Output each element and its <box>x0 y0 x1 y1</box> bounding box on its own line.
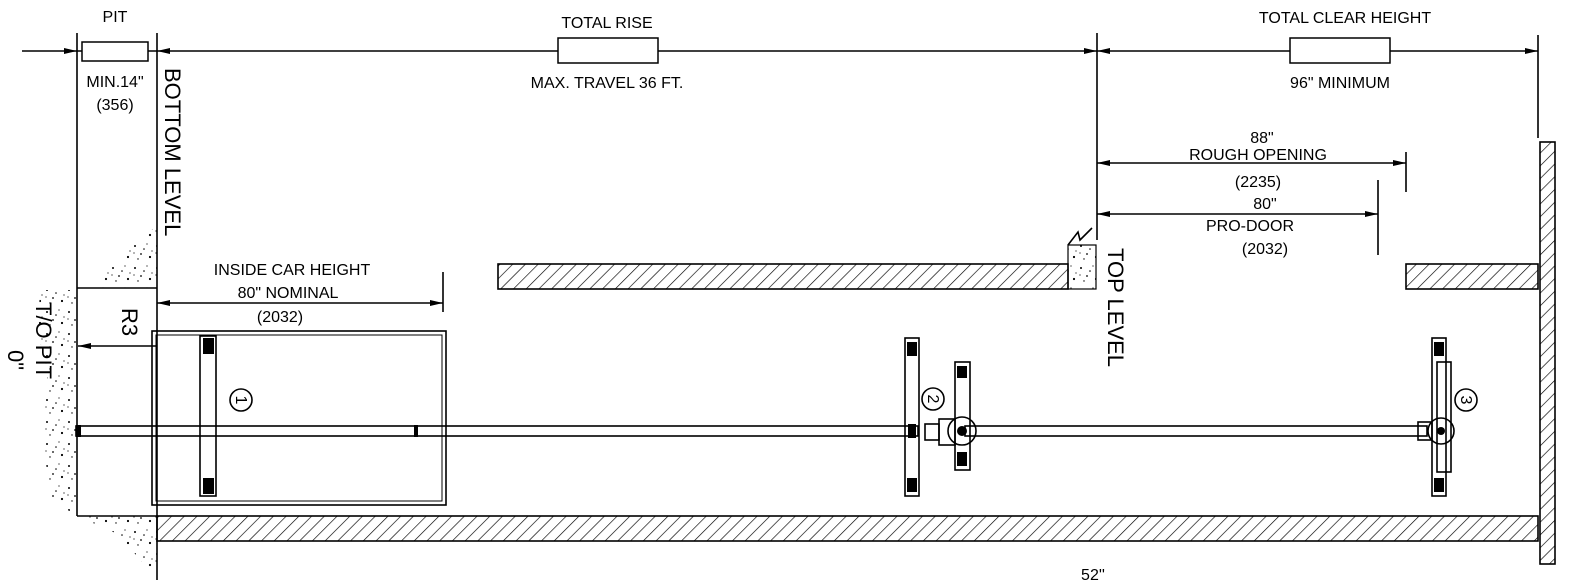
elevator-car-frame <box>151 330 447 506</box>
pit-structure <box>38 225 158 580</box>
pro-door-metric: (2032) <box>1242 241 1288 258</box>
bottom-width-label: 52'' <box>1081 567 1105 584</box>
total-rise-dimension-box <box>557 37 659 64</box>
car-height-value: 80" NOMINAL <box>238 285 339 302</box>
marker-2-label: 2 <box>924 395 941 404</box>
rough-opening-metric: (2235) <box>1235 174 1281 191</box>
total-rise-note: MAX. TRAVEL 36 FT. <box>531 75 684 92</box>
marker-3: 3 <box>1454 388 1478 412</box>
rough-opening-dimension <box>1097 152 1407 255</box>
pit-metric: (356) <box>96 97 133 114</box>
marker-2: 2 <box>921 387 945 411</box>
total-clear-height-note: 96" MINIMUM <box>1290 75 1390 92</box>
pro-door-label: PRO-DOOR <box>1206 218 1294 235</box>
pit-floor-label: T/O PIT <box>31 302 56 379</box>
rough-opening-label: ROUGH OPENING <box>1189 147 1327 164</box>
bracket-3 <box>1417 337 1455 497</box>
rough-opening-value: 88" <box>1250 130 1273 147</box>
top-level-label: TOP LEVEL <box>1103 248 1128 367</box>
r3-label: R3 <box>117 308 142 336</box>
pit-min: MIN.14" <box>86 74 143 91</box>
pit-title: PIT <box>103 9 128 26</box>
pit-dimension-box <box>81 41 149 62</box>
marker-1-label: 1 <box>232 396 249 405</box>
pro-door-value: 80" <box>1253 196 1276 213</box>
marker-1: 1 <box>229 388 253 412</box>
marker-3-label: 3 <box>1457 396 1474 405</box>
car-height-dimension <box>157 272 444 312</box>
total-clear-height-title: TOTAL CLEAR HEIGHT <box>1259 10 1431 27</box>
bottom-level-label: BOTTOM LEVEL <box>160 68 185 236</box>
total-rise-title: TOTAL RISE <box>561 15 652 32</box>
pit-zero-label: 0" <box>3 350 28 370</box>
bracket-2 <box>904 337 977 497</box>
clear-height-dimension-box <box>1289 37 1391 64</box>
car-height-metric: (2032) <box>257 309 303 326</box>
concrete-wall-top <box>1067 227 1097 290</box>
drive-rod <box>75 425 1428 437</box>
top-dimension-line <box>22 33 1539 288</box>
car-height-title: INSIDE CAR HEIGHT <box>214 262 371 279</box>
slabs <box>156 141 1556 565</box>
